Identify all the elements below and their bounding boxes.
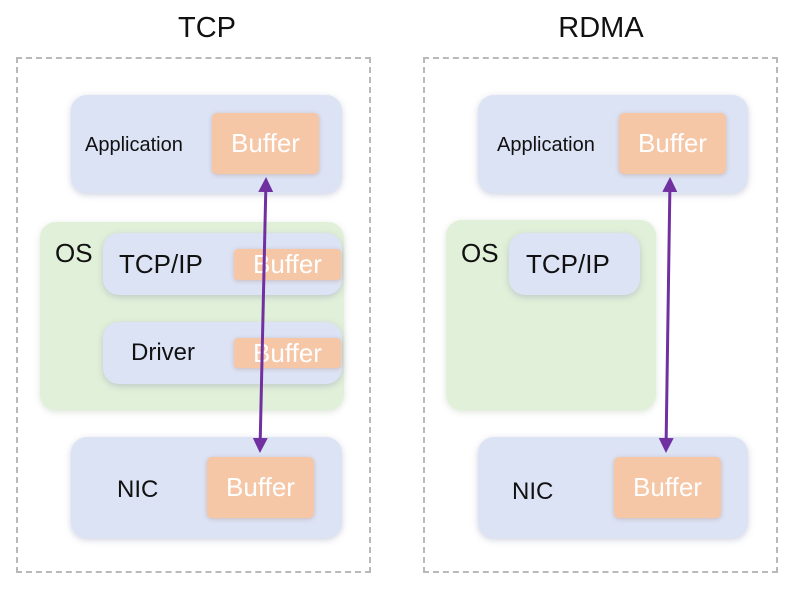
- rdma-tcpip-layer: [509, 233, 640, 295]
- rdma-tcpip-label: TCP/IP: [526, 249, 610, 279]
- tcp-driver-label: Driver: [131, 339, 195, 366]
- rdma-data-path-arrow: [658, 177, 678, 453]
- rdma-panel: [423, 57, 778, 573]
- rdma-os-label: OS: [461, 238, 499, 268]
- tcp-tcpip-label: TCP/IP: [119, 249, 203, 279]
- tcp-nic-buffer: Buffer: [207, 457, 314, 518]
- rdma-application-label: Application: [497, 134, 595, 156]
- rdma-application-buffer: Buffer: [619, 113, 726, 174]
- tcp-nic-label: NIC: [117, 476, 159, 503]
- rdma-nic-label: NIC: [512, 478, 554, 505]
- tcp-panel: [16, 57, 371, 573]
- tcp-application-label: Application: [85, 134, 183, 156]
- tcp-data-path-arrow: [252, 177, 274, 453]
- rdma-title: RDMA: [558, 12, 644, 44]
- rdma-nic-buffer: Buffer: [614, 457, 721, 518]
- tcp-application-buffer: Buffer: [212, 113, 319, 174]
- tcp-title: TCP: [178, 12, 236, 44]
- tcp-os-label: OS: [55, 238, 93, 268]
